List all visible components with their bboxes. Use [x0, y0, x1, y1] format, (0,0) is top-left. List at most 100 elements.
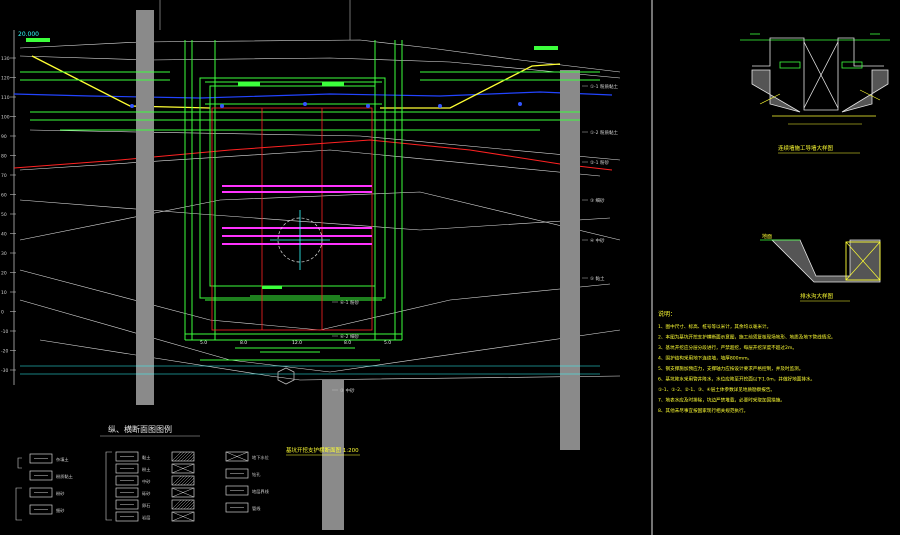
boreholes-piles — [136, 0, 580, 530]
elevation-tick-label: 70 — [1, 173, 7, 179]
elevation-tick-label: -30 — [1, 368, 8, 374]
legend-swatch — [115, 463, 139, 474]
legend-item-label: 黏土 — [142, 454, 150, 461]
legend-swatch — [115, 475, 139, 486]
elevation-tick-label: 40 — [1, 232, 7, 238]
legend-swatch — [115, 451, 139, 462]
elevation-tick-label: 50 — [1, 212, 7, 218]
layer-label: ④ 中砂 — [590, 237, 605, 244]
legend-item-label: 粉质黏土 — [56, 473, 73, 480]
layer-label: ⑤ 黏土 — [590, 275, 605, 282]
elevation-tick-label: 100 — [1, 115, 10, 121]
bottom-dim-label: 5.0 — [200, 340, 207, 346]
elevation-tick-label: 10 — [1, 290, 7, 296]
notes-title: 说明： — [658, 310, 676, 318]
legend-swatch — [29, 470, 53, 481]
bottom-dim-label: 12.0 — [292, 340, 302, 346]
legend-swatch — [29, 504, 53, 515]
bottom-dim-label: 8.0 — [240, 340, 247, 346]
layer-label: ⑦ 中砂 — [340, 387, 355, 394]
legend-swatch — [171, 463, 195, 474]
bottom-dim-label: 5.0 — [384, 340, 391, 346]
layer-label: ②-1 粉砂 — [590, 159, 609, 166]
elevation-tick-label: 20 — [1, 271, 7, 277]
annotation-blocks — [26, 38, 558, 289]
legend-swatch — [171, 487, 195, 498]
elevation-tick-label: -10 — [1, 329, 8, 335]
notes-lines: 1、图中尺寸、标高、桩号等以米计，其余均以毫米计。 2、本图为基坑开挖支护横断面示… — [658, 323, 836, 414]
legend-item-label: 钻孔 — [252, 471, 261, 478]
pile-tip-marker — [277, 367, 295, 385]
legend-swatch — [171, 511, 195, 522]
elevation-tick-label: 130 — [1, 56, 10, 62]
elevation-tick-label: 120 — [1, 76, 10, 82]
bottom-dim-label: 8.0 — [344, 340, 351, 346]
legend-item-label: 杂填土 — [56, 456, 69, 463]
legend-swatch — [225, 468, 249, 479]
note-line: 8、其他未尽事宜按国家现行相关规范执行。 — [658, 407, 748, 414]
detail-guide-wall: 连续墙施工导墙大样图 — [740, 33, 890, 154]
layer-label: ①-2 粉质黏土 — [590, 129, 618, 136]
layer-label: ⑥-1 粉砂 — [340, 299, 359, 306]
top-elevation-label: 20.000 — [18, 31, 39, 38]
note-line: 6、基坑降水采用管井降水，水位应降至开挖面以下1.0m，并做好地面排水。 — [658, 376, 815, 383]
legend-item-label: 卵石 — [142, 502, 150, 509]
legend-item-label: 砾砂 — [142, 490, 150, 497]
legend-swatch — [115, 511, 139, 522]
legend-item-label: 粉土 — [142, 466, 150, 473]
note-line: 7、地表水应及时排除，坑边严禁堆载，必要时采取加固措施。 — [658, 397, 785, 404]
legend-swatch — [225, 485, 249, 496]
legend-title: 纵、横断面图图例 — [108, 424, 172, 434]
elevation-tick-label: 60 — [1, 193, 7, 199]
legend-swatch — [29, 453, 53, 464]
note-line: 1、图中尺寸、标高、桩号等以米计，其余均以毫米计。 — [658, 323, 771, 330]
water-markers — [130, 102, 522, 108]
notes-block: 说明： 1、图中尺寸、标高、桩号等以米计，其余均以毫米计。 2、本图为基坑开挖支护… — [658, 310, 836, 414]
main-cross-section: 1301201101009080706050403020100-10-20-30… — [1, 0, 621, 530]
legend-item-label: 地下水位 — [252, 454, 269, 461]
legend-swatch — [225, 451, 249, 462]
elevation-tick-label: 0 — [1, 310, 4, 316]
detail-drain: 地面 排水沟大样图 — [760, 233, 881, 302]
inner-red-lines — [211, 107, 373, 331]
legend-swatch — [115, 499, 139, 510]
layer-label: ③ 细砂 — [590, 197, 605, 204]
elevation-tick-label: -20 — [1, 349, 8, 355]
elevation-tick-label: 110 — [1, 95, 10, 101]
water-table-line — [13, 91, 613, 99]
layer-label: ①-1 粉质黏土 — [590, 83, 618, 90]
legend-swatch — [225, 502, 249, 513]
note-line: 2、本图为基坑开挖支护横断面示意图，施工前须复核现场地形、地质及地下管线情况。 — [658, 334, 836, 341]
note-line: ①-1、①-2、②-1、③、④层土体参数详见地质勘察报告。 — [658, 386, 775, 393]
legend-swatch — [171, 451, 195, 462]
steel-struts — [222, 185, 372, 245]
elevation-tick-label: 80 — [1, 154, 7, 160]
elevation-tick-label: 30 — [1, 251, 7, 257]
legend-item-label: 中砂 — [142, 478, 150, 485]
note-line: 3、基坑开挖应分层分段进行，严禁超挖，每层开挖深度不超过2m。 — [658, 344, 797, 351]
right-layer-labels: ①-1 粉质黏土 ①-2 粉质黏土 ②-1 粉砂 ③ 细砂 ④ 中砂 ⑤ 黏土 ⑥-1 粉砂… — [332, 83, 618, 394]
legend-item-label: 岩层 — [142, 514, 150, 521]
legend-item-label: 管线 — [252, 505, 261, 512]
note-line: 4、围护结构采用地下连续墙，墙厚800mm。 — [658, 355, 752, 362]
dimension-lines — [20, 365, 600, 375]
legend-swatch — [115, 487, 139, 498]
layer-label: ⑥-2 细砂 — [340, 333, 359, 340]
diaphragm-wall-structure — [20, 40, 600, 361]
note-line: 5、钢支撑施加预应力，支撑轴力应按设计要求严格控制，并及时监测。 — [658, 365, 803, 372]
mid-caption: 基坑开挖支护横断面图 1:200 — [286, 446, 359, 454]
detail2-caption: 排水沟大样图 — [800, 292, 834, 300]
elevation-tick-label: 90 — [1, 134, 7, 140]
legend-item-label: 细砂 — [56, 507, 64, 514]
legend-swatch — [29, 487, 53, 498]
legend-item-label: 地层界线 — [252, 488, 270, 495]
detail2-ground-label: 地面 — [762, 233, 772, 240]
detail1-caption: 连续墙施工导墙大样图 — [778, 144, 834, 152]
